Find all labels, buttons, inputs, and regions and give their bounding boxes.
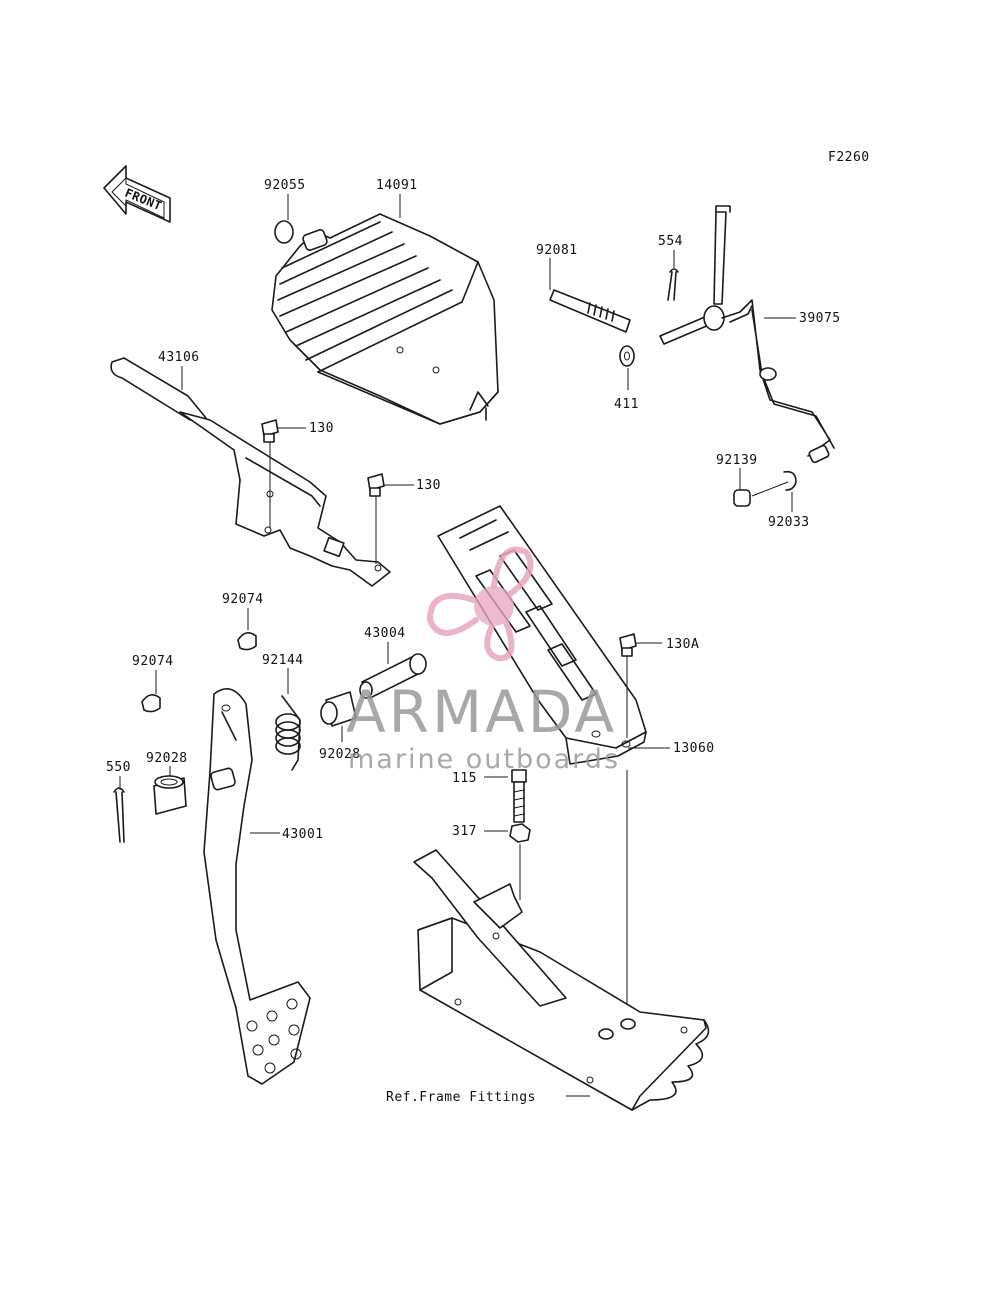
spring-pin-92081: 92081 [536, 243, 631, 333]
label-130A: 130A [666, 637, 699, 652]
washer-411: 411 [614, 345, 639, 412]
snap-ring-92033: 92033 [768, 470, 810, 530]
pedal-plate-13060: 13060 [437, 505, 715, 765]
o-ring-92055: 92055 [264, 178, 306, 244]
label-92144: 92144 [262, 653, 304, 668]
nut-317: 317 [452, 823, 531, 900]
label-14091: 14091 [376, 178, 418, 193]
cotter-pin-554: 554 [658, 234, 683, 301]
label-130-lower: 130 [416, 478, 441, 493]
ref-frame-fittings-label: Ref.Frame Fittings [386, 1090, 536, 1105]
bolt-130-upper: 130 [261, 419, 334, 528]
boot-cover-14091: 14091 [271, 178, 499, 425]
label-92139: 92139 [716, 453, 758, 468]
brake-pedal-43001: 43001 [203, 688, 324, 1085]
cotter-pin-550: 550 [106, 760, 131, 843]
shaft-43004: 43004 [359, 626, 427, 699]
watermark-brand: ARMADA [346, 678, 617, 746]
label-43004: 43004 [364, 626, 406, 641]
parking-brake-lever-43106: 43106 [110, 350, 391, 587]
frame-fitting-bracket: Ref.Frame Fittings [386, 849, 710, 1111]
label-13060: 13060 [673, 741, 715, 756]
label-92028-left: 92028 [146, 751, 188, 766]
label-130-upper: 130 [309, 421, 334, 436]
label-317: 317 [452, 824, 477, 839]
label-115: 115 [452, 771, 477, 786]
label-39075: 39075 [799, 311, 841, 326]
label-92074-left: 92074 [132, 654, 174, 669]
bolt-130A: 130A [619, 633, 699, 1018]
watermark-logo-icon [426, 546, 534, 662]
bushing-92028-center: 92028 [319, 691, 361, 762]
label-43106: 43106 [158, 350, 200, 365]
label-92033: 92033 [768, 515, 810, 530]
plug-92074-left: 92074 [132, 654, 174, 713]
bolt-130-lower: 130 [367, 473, 441, 564]
plug-92074-upper: 92074 [222, 592, 264, 651]
diagram-code: F2260 [828, 150, 870, 165]
label-411: 411 [614, 397, 639, 412]
bolt-115: 115 [452, 769, 527, 823]
torsion-spring-92144: 92144 [262, 653, 304, 771]
bushing-92028-left: 92028 [146, 751, 188, 815]
label-92055: 92055 [264, 178, 306, 193]
label-43001: 43001 [282, 827, 324, 842]
watermark-tagline: marine outboards [348, 744, 620, 775]
front-arrow-icon: FRONT [103, 165, 171, 223]
label-550: 550 [106, 760, 131, 775]
label-92028-center: 92028 [319, 747, 361, 762]
label-554: 554 [658, 234, 683, 249]
watermark: ARMADA marine outboards [346, 546, 620, 775]
label-92074-upper: 92074 [222, 592, 264, 607]
lever-rod-39075: 39075 [659, 205, 841, 464]
label-92081: 92081 [536, 243, 578, 258]
bushing-92139: 92139 [716, 453, 789, 507]
